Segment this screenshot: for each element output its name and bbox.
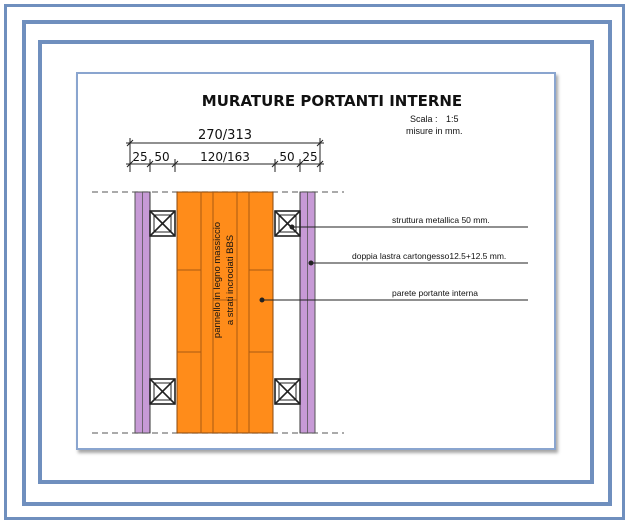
dim-seg-1: 25 <box>132 150 147 164</box>
callout-bearing-wall: parete portante interna <box>392 288 478 298</box>
callout-metal-structure: struttura metallica 50 mm. <box>392 215 490 225</box>
units-note: misure in mm. <box>406 126 463 136</box>
inner-frame <box>38 40 594 484</box>
callout-plasterboard: doppia lastra cartongesso12.5+12.5 mm. <box>352 251 506 261</box>
panel-label-line-1: pannello in legno massiccio <box>212 222 223 338</box>
dimension-lines <box>126 138 324 172</box>
drawing-title: MURATURE PORTANTI INTERNE <box>202 92 462 110</box>
panel-label-line-2: a strati incrociati BBS <box>225 235 236 325</box>
plasterboard-layers <box>134 191 316 434</box>
metal-studs <box>149 210 301 405</box>
scale-label: Scala : <box>410 114 438 124</box>
dim-seg-5: 25 <box>302 150 317 164</box>
leader-lines <box>259 224 528 303</box>
dim-total: 270/313 <box>198 128 252 143</box>
dim-seg-3: 120/163 <box>200 150 250 164</box>
scale-value: 1:5 <box>446 114 459 124</box>
dim-seg-2: 50 <box>154 150 169 164</box>
outer-frame <box>4 4 625 520</box>
clt-panel <box>176 191 274 434</box>
dim-seg-4: 50 <box>279 150 294 164</box>
middle-frame <box>22 20 612 506</box>
